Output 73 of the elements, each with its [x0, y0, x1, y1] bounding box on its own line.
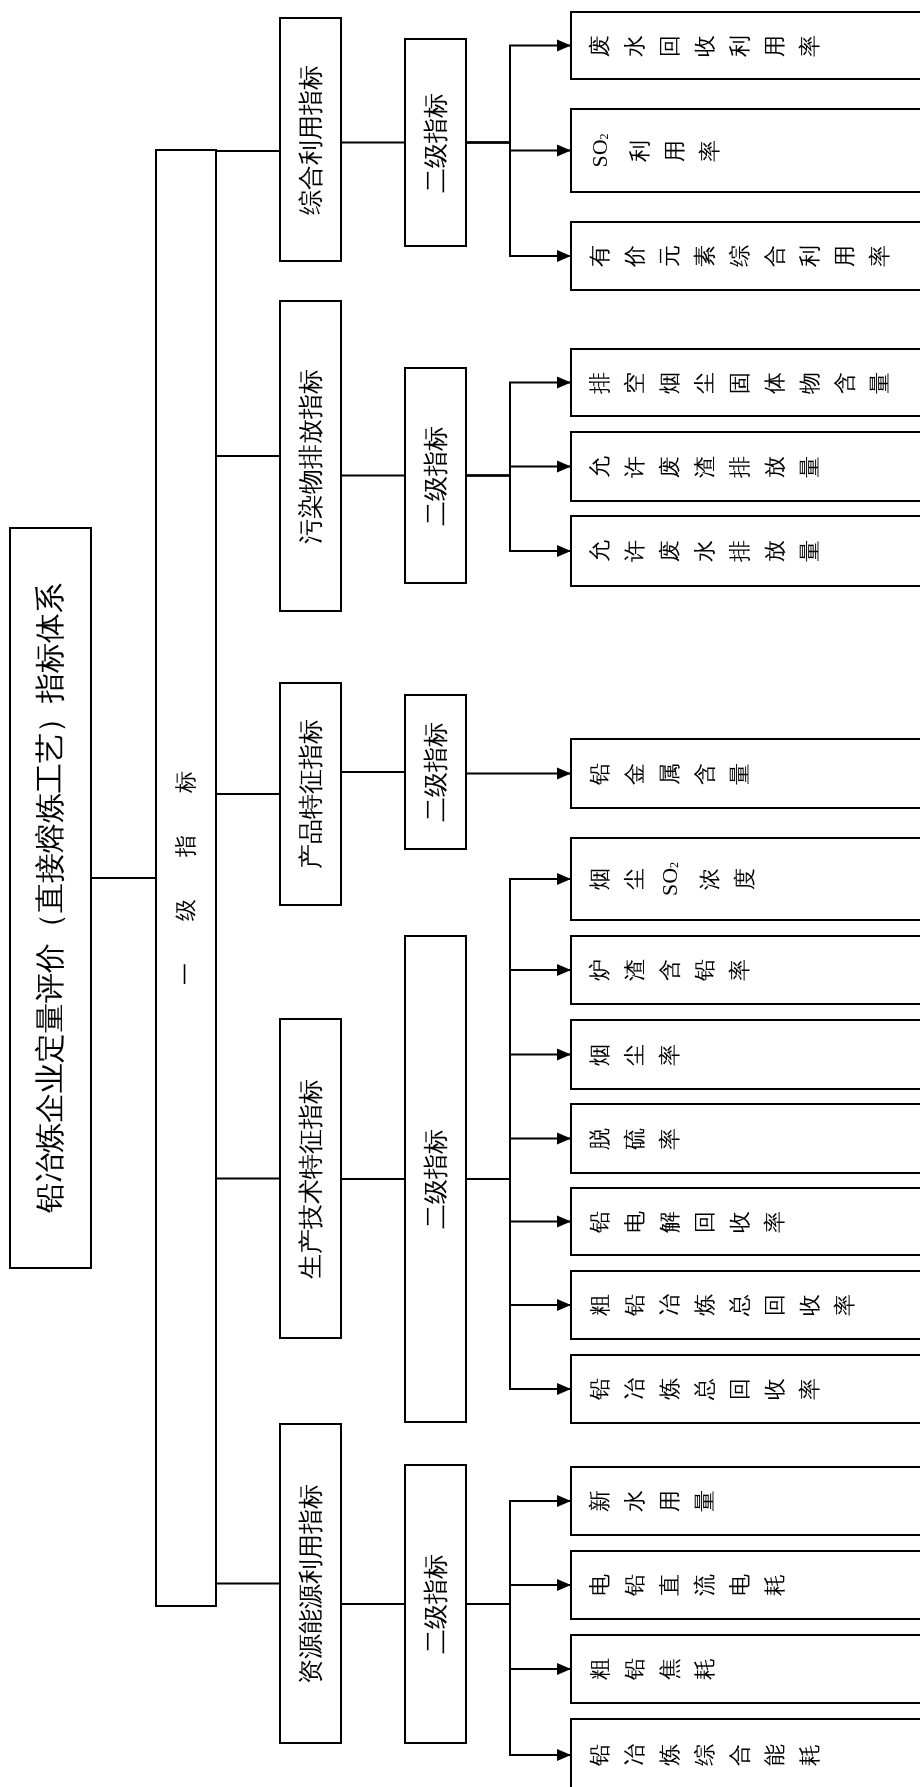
indicator-box — [570, 1466, 920, 1536]
indicator-box — [570, 108, 920, 193]
category-box — [279, 300, 342, 612]
node-label: 废水回收利用率 — [586, 34, 823, 57]
node-label: 粗铅焦耗 — [586, 1658, 718, 1680]
node-label: 二级指标 — [421, 1129, 450, 1229]
connector-line — [216, 1177, 280, 1180]
title-box — [9, 527, 92, 1269]
node-label: 炉渣含铅率 — [586, 959, 753, 981]
subcategory-box — [404, 1464, 467, 1744]
node-label: 脱硫率 — [586, 1127, 683, 1150]
indicator-box — [570, 837, 920, 921]
node-label: 二级指标 — [421, 1554, 450, 1654]
connector-line — [341, 141, 405, 144]
level-box — [155, 149, 217, 1607]
indicator-box — [570, 1718, 920, 1787]
node-label: 烟尘率 — [586, 1043, 683, 1066]
subcategory-box — [404, 694, 467, 850]
connector-line — [216, 793, 280, 795]
indicator-box — [570, 1354, 920, 1424]
category-box — [279, 1018, 342, 1339]
indicator-box — [570, 515, 920, 587]
arrow — [466, 1495, 571, 1605]
node-label: 新水用量 — [586, 1490, 718, 1512]
node-label: 一级指标 — [172, 729, 199, 985]
node-label: 铅冶炼企业定量评价（直接熔炼工艺）指标体系 — [32, 583, 67, 1213]
indicator-box — [570, 738, 920, 809]
node-label: 二级指标 — [421, 92, 450, 193]
connector-line — [216, 1582, 280, 1585]
node-label: 排空烟尘固体物含量 — [586, 371, 893, 394]
indicator-box — [570, 11, 920, 80]
connector-line — [341, 771, 405, 773]
node-label: 生产技术特征指标 — [296, 1078, 325, 1279]
indicator-box — [570, 1187, 920, 1256]
connector-line — [91, 877, 156, 879]
node-label: 电铅直流电耗 — [586, 1574, 788, 1596]
connector-line — [216, 455, 280, 457]
node-label: 铅冶炼综合能耗 — [586, 1744, 823, 1766]
indicator-box — [570, 348, 920, 417]
category-box — [279, 1423, 342, 1744]
node-label: 产品特征指标 — [296, 719, 325, 869]
node-label: 二级指标 — [421, 425, 450, 526]
node-label: 允许废渣排放量 — [586, 455, 823, 478]
connector-line — [341, 1603, 405, 1605]
node-label: 有价元素综合利用率 — [586, 245, 893, 267]
category-box — [279, 17, 342, 262]
category-box — [279, 682, 342, 906]
node-label: 铅金属含量 — [586, 762, 753, 785]
indicator-box — [570, 1550, 920, 1620]
arrow — [466, 39, 571, 144]
node-label: 粗铅冶炼总回收率 — [586, 1294, 858, 1316]
arrow — [466, 376, 571, 477]
connector-line — [216, 150, 280, 152]
indicator-box — [570, 221, 920, 291]
connector-line — [341, 1178, 405, 1180]
subcategory-box — [404, 38, 467, 247]
indicator-box — [570, 1019, 920, 1090]
connector-line — [341, 474, 405, 477]
indicator-box — [570, 1103, 920, 1174]
node-label: 污染物排放指标 — [296, 368, 325, 544]
node-label: 铅冶炼总回收率 — [586, 1378, 823, 1400]
indicator-box — [570, 1270, 920, 1340]
node-label: 二级指标 — [421, 722, 450, 822]
node-label: 资源能源利用指标 — [296, 1483, 325, 1684]
node-label: 铅电解回收率 — [586, 1210, 788, 1233]
subcategory-box — [404, 367, 467, 584]
indicator-box — [570, 1634, 920, 1704]
node-label: 综合利用指标 — [296, 64, 325, 215]
indicator-box — [570, 431, 920, 502]
arrow — [466, 767, 571, 780]
node-label: 允许废水排放量 — [586, 540, 823, 562]
subcategory-box — [404, 935, 467, 1423]
indicator-box — [570, 935, 920, 1005]
